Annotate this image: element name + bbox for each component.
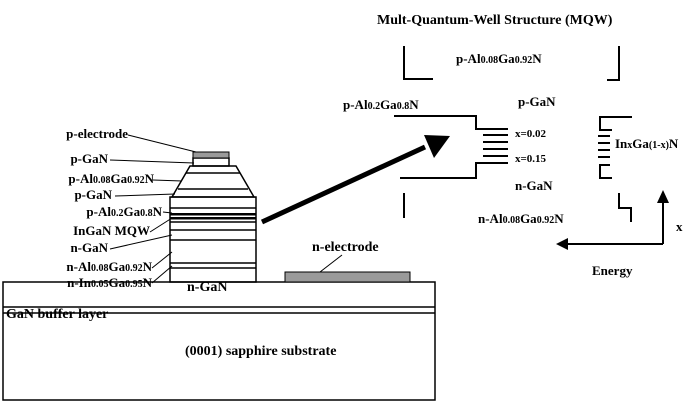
x-arrow-head [657, 190, 669, 203]
mqw-band-diagram [394, 46, 632, 222]
mqw-label-n-gan: n-GaN [515, 178, 553, 193]
energy-axis-label: Energy [592, 263, 633, 278]
label-n-ingan: n-In0.05Ga0.95N [67, 275, 152, 290]
mqw-label-x002: x=0.02 [515, 128, 547, 140]
label-p-gan: p-GaN [70, 151, 108, 166]
zoom-arrow-head [424, 135, 450, 158]
label-n-gan: n-GaN [70, 240, 108, 255]
sapphire-substrate-block [2, 281, 436, 401]
zoom-arrow-shaft [260, 144, 427, 225]
label-p-electrode: p-electrode [66, 126, 128, 141]
label-p-algan-008: p-Al0.08Ga0.92N [68, 171, 154, 186]
label-ingan-mqw: InGaN MQW [73, 223, 150, 238]
label-p-algan-02: p-Al0.2Ga0.8N [86, 204, 162, 219]
mqw-label-x015: x=0.15 [515, 153, 547, 165]
mqw-label-n-algan: n-Al0.08Ga0.92N [478, 211, 564, 226]
label-n-electrode: n-electrode [312, 240, 379, 255]
leader-lines [109, 134, 343, 284]
n-electrode-pad [284, 271, 411, 283]
label-p-gan-2: p-GaN [74, 187, 112, 202]
p-electrode-pad [192, 151, 230, 159]
mqw-stripe [170, 217, 256, 220]
mqw-label-p-gan: p-GaN [518, 94, 556, 109]
mqw-title: Mult-Quantum-Well Structure (MQW) [377, 13, 613, 28]
label-buffer-layer: GaN buffer layer [6, 307, 108, 322]
mqw-stripe [170, 213, 256, 216]
label-n-algan: n-Al0.08Ga0.92N [66, 259, 152, 274]
energy-arrow-head [556, 238, 568, 250]
mqw-label-p-algan-02: p-Al0.2Ga0.8N [343, 97, 419, 112]
mqw-label-ingan: InxGa(1-x)N [615, 136, 679, 151]
ridge-cap [192, 157, 230, 167]
ridge-trapezoid [170, 165, 256, 198]
label-substrate: (0001) sapphire substrate [185, 344, 336, 359]
x-axis-label: x [676, 219, 683, 234]
mqw-label-p-algan-008: p-Al0.08Ga0.92N [456, 51, 542, 66]
label-n-gan-base: n-GaN [187, 280, 227, 295]
